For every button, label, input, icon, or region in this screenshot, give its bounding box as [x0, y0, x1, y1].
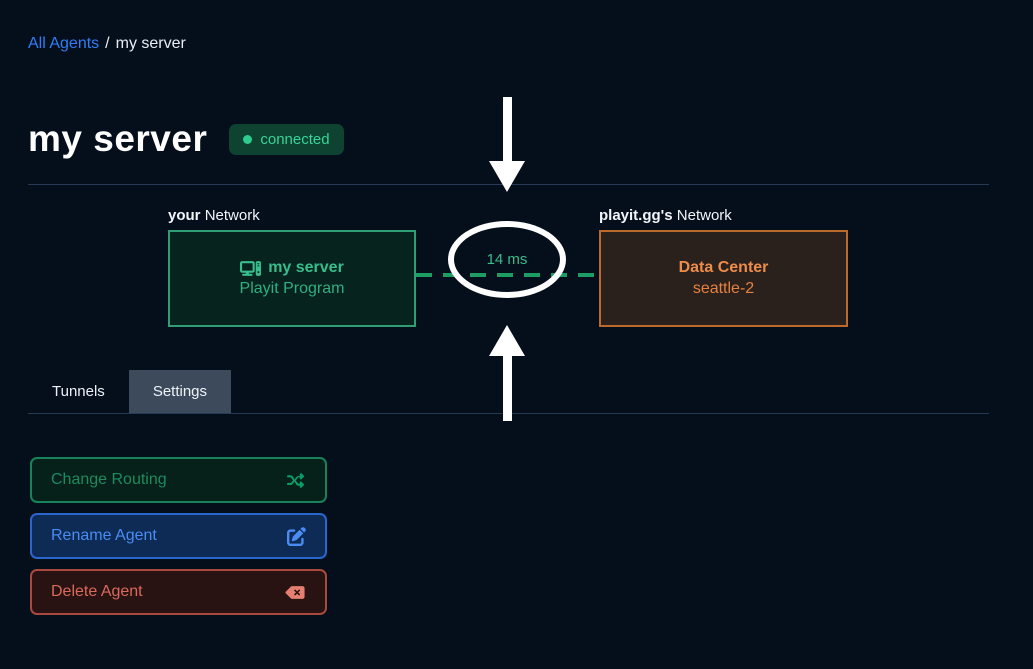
- playit-network-label-bold: playit.gg's: [599, 207, 673, 224]
- data-center-box-subtitle: seattle-2: [692, 280, 755, 297]
- delete-agent-label: Delete Agent: [51, 583, 143, 600]
- data-center-box-title: Data Center: [678, 259, 769, 276]
- annotation-arrow-down-shaft: [503, 97, 512, 162]
- change-routing-button[interactable]: Change Routing: [30, 457, 327, 503]
- status-dot-icon: [243, 134, 253, 144]
- status-badge-label: connected: [260, 130, 330, 148]
- latency-highlight-ellipse: 14 ms: [448, 221, 566, 298]
- tab-bar: Tunnels Settings: [28, 370, 232, 413]
- agent-network-box: my server Playit Program: [168, 230, 416, 327]
- latency-value: 14 ms: [486, 251, 528, 268]
- playit-network-label: playit.gg's Network: [599, 207, 732, 224]
- your-network-label-bold: your: [168, 207, 201, 224]
- settings-actions: Change Routing Rename Agent Delete Agent: [30, 457, 327, 615]
- playit-network-label-rest: Network: [676, 207, 732, 224]
- your-network-label: your Network: [168, 207, 260, 224]
- annotation-arrow-up-icon: [489, 325, 525, 356]
- backspace-icon: [285, 585, 305, 599]
- agent-box-title-row: my server: [240, 259, 344, 277]
- annotation-arrow-up-shaft: [503, 354, 512, 421]
- rename-agent-label: Rename Agent: [51, 527, 157, 544]
- tab-settings[interactable]: Settings: [128, 370, 232, 413]
- status-badge: connected: [229, 123, 344, 155]
- your-network-label-rest: Network: [204, 207, 260, 224]
- change-routing-label: Change Routing: [51, 471, 167, 488]
- tab-tunnels[interactable]: Tunnels: [52, 383, 105, 400]
- shuffle-icon: [287, 472, 305, 488]
- annotation-arrow-down-icon: [489, 161, 525, 192]
- ellipse-ring: [448, 221, 566, 298]
- page-title: my server: [28, 118, 208, 159]
- rename-agent-button[interactable]: Rename Agent: [30, 513, 327, 559]
- data-center-box: Data Center seattle-2: [599, 230, 848, 327]
- breadcrumb-current: my server: [115, 35, 186, 52]
- page-header: my server connected: [28, 118, 344, 160]
- computer-icon: [240, 260, 262, 276]
- agent-box-title: my server: [268, 259, 344, 276]
- breadcrumb-separator: /: [105, 35, 110, 52]
- agent-box-subtitle: Playit Program: [239, 280, 345, 297]
- edit-icon: [287, 526, 306, 546]
- delete-agent-button[interactable]: Delete Agent: [30, 569, 327, 615]
- breadcrumb-all-agents-link[interactable]: All Agents: [28, 35, 100, 52]
- breadcrumb: All Agents / my server: [28, 35, 186, 53]
